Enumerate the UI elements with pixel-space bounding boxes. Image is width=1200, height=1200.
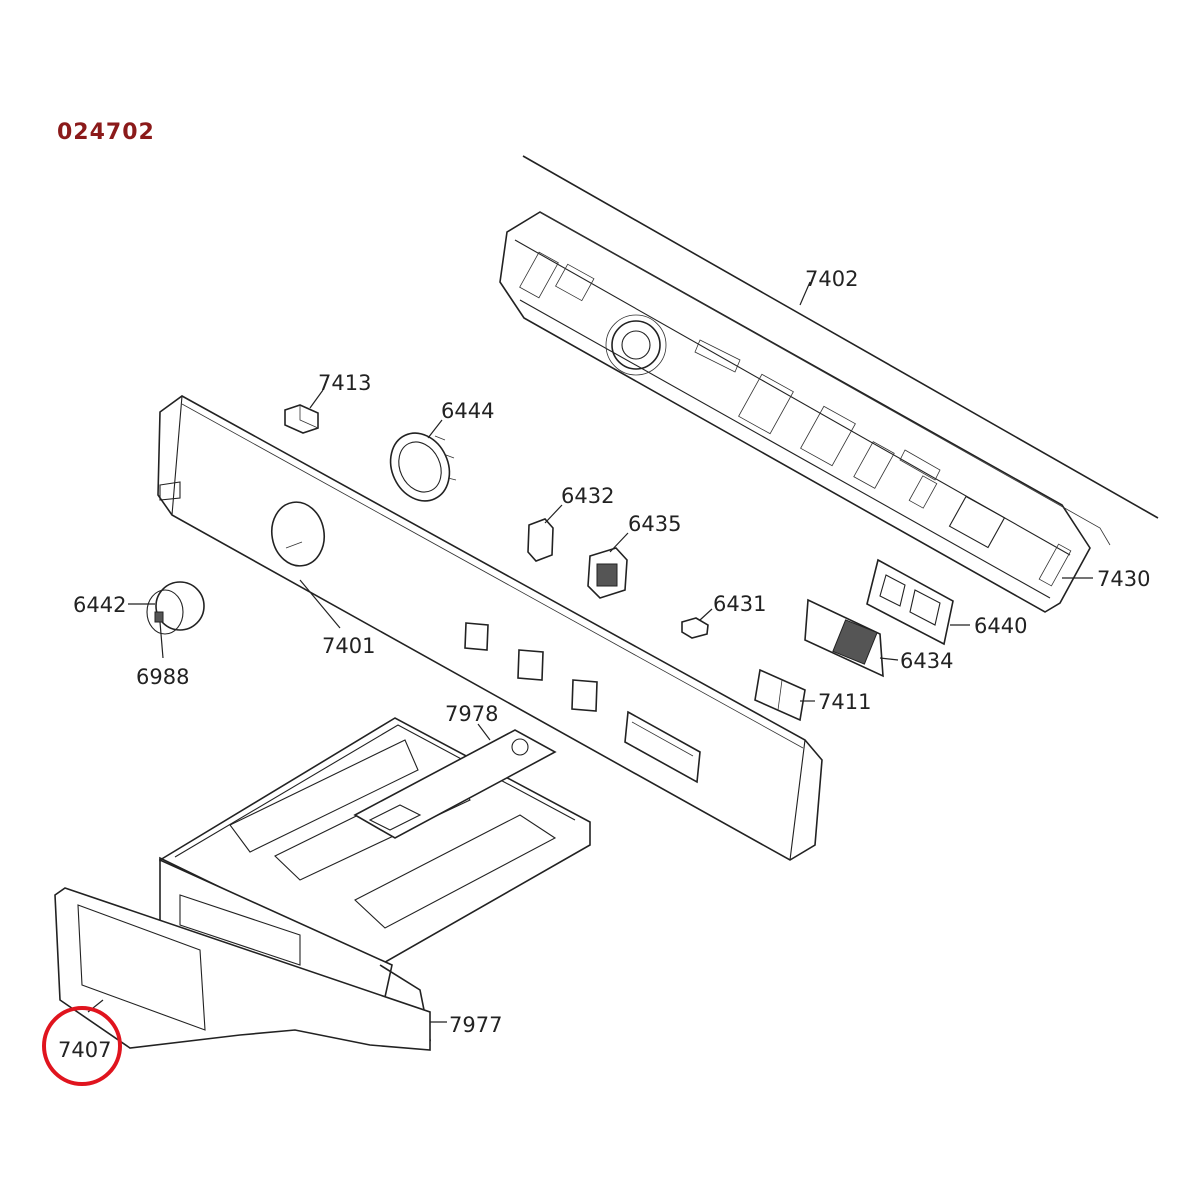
button-pair-drawing[interactable] xyxy=(754,668,806,722)
display-frame-drawing[interactable] xyxy=(804,598,884,678)
part-label-6435: 6435 xyxy=(628,512,681,536)
display-gasket-drawing[interactable] xyxy=(866,558,954,646)
part-label-6442: 6442 xyxy=(73,593,126,617)
part-label-6434: 6434 xyxy=(900,649,953,673)
part-label-6440: 6440 xyxy=(974,614,1027,638)
detergent-drawer-siphon-cover-drawing[interactable] xyxy=(353,729,557,839)
button-cap-drawing[interactable] xyxy=(527,518,554,562)
part-label-7402: 7402 xyxy=(805,267,858,291)
part-label-6988: 6988 xyxy=(136,665,189,689)
part-label-6431: 6431 xyxy=(713,592,766,616)
part-label-7407: 7407 xyxy=(58,1038,111,1062)
button-holder-drawing[interactable] xyxy=(587,547,628,599)
control-board-drawing[interactable] xyxy=(499,155,1159,613)
small-switch-drawing[interactable] xyxy=(284,404,319,434)
small-clip-drawing[interactable] xyxy=(681,617,709,639)
drawer-handle-front-drawing[interactable] xyxy=(54,887,431,1051)
diagram-id: 024702 xyxy=(57,120,155,145)
part-label-6444: 6444 xyxy=(441,399,494,423)
part-label-7401: 7401 xyxy=(322,634,375,658)
highlight-circle xyxy=(42,1006,122,1086)
knob-drawing[interactable] xyxy=(146,581,205,635)
part-label-7430: 7430 xyxy=(1097,567,1150,591)
part-label-7977: 7977 xyxy=(449,1013,502,1037)
control-panel-fascia-drawing[interactable] xyxy=(157,395,823,861)
rotary-ring-drawing[interactable] xyxy=(380,423,460,510)
part-label-7413: 7413 xyxy=(318,371,371,395)
part-label-7411: 7411 xyxy=(818,690,871,714)
part-label-7978: 7978 xyxy=(445,702,498,726)
part-label-6432: 6432 xyxy=(561,484,614,508)
